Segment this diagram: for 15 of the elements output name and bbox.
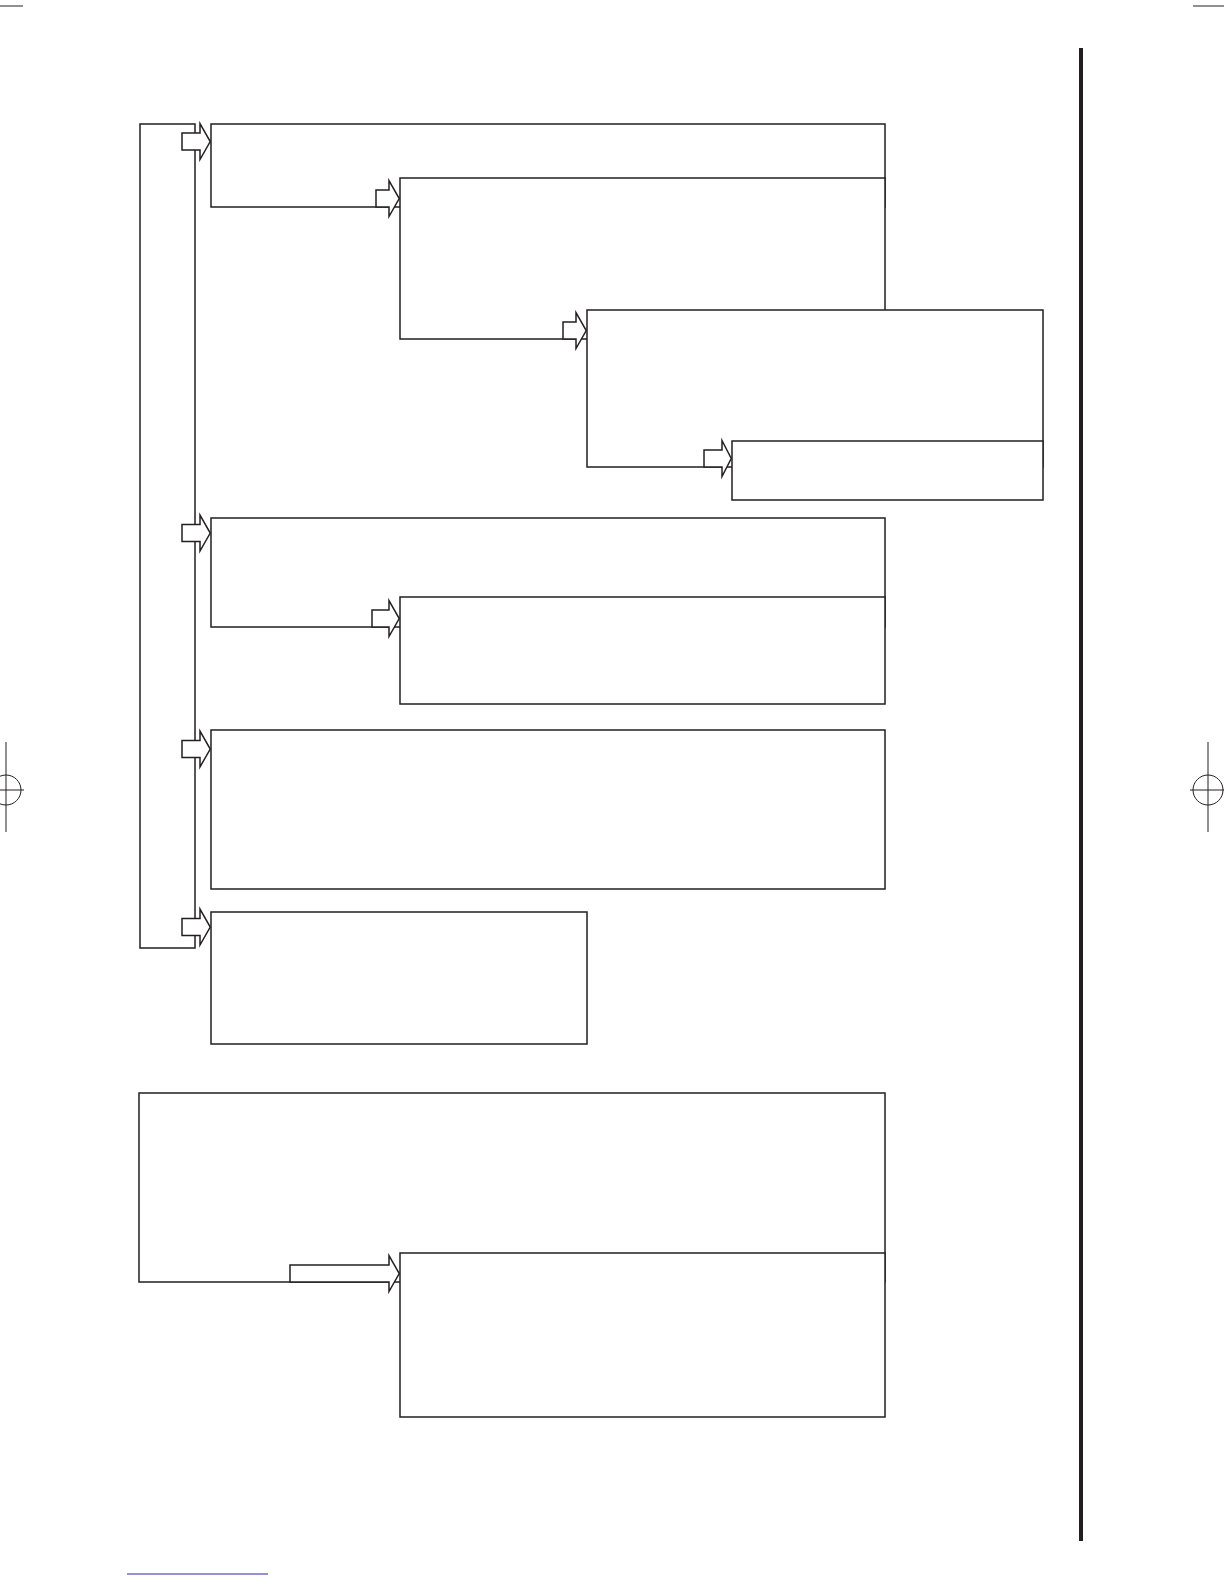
block-arrow xyxy=(181,512,212,554)
box xyxy=(731,440,1044,501)
block-arrow xyxy=(703,437,733,480)
block-arrow xyxy=(181,120,212,163)
box xyxy=(399,596,886,705)
block-arrow xyxy=(289,1252,401,1295)
block-arrow xyxy=(375,177,401,220)
box xyxy=(210,911,588,1045)
box xyxy=(210,729,886,890)
block-arrow xyxy=(181,906,212,948)
block-arrow xyxy=(562,309,588,352)
box xyxy=(139,123,196,949)
box xyxy=(399,1252,886,1418)
block-arrow xyxy=(181,728,212,770)
block-arrow xyxy=(371,597,401,640)
